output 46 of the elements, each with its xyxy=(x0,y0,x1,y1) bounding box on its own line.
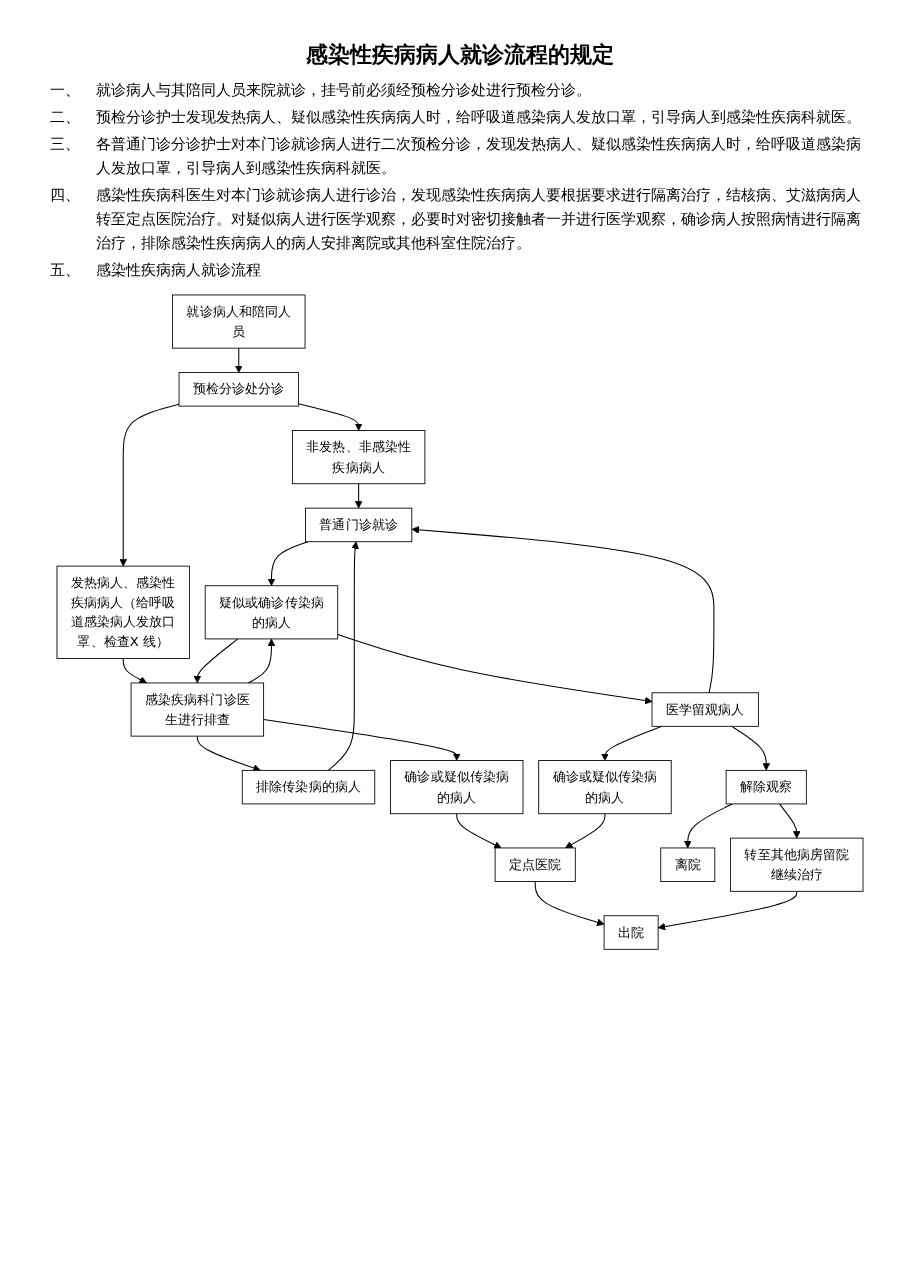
list-number: 四、 xyxy=(50,185,81,206)
arrow xyxy=(196,735,261,772)
node-box: 离院 xyxy=(660,847,716,882)
arrow xyxy=(778,803,801,839)
arrow xyxy=(683,803,733,849)
arrow xyxy=(122,658,147,684)
arrow xyxy=(565,813,606,849)
arrow xyxy=(411,526,715,694)
arrow xyxy=(657,890,798,931)
arrow xyxy=(731,725,771,771)
arrow xyxy=(263,718,461,761)
node-box: 确诊或疑似传染病的病人 xyxy=(538,760,672,815)
paragraph: 预检分诊护士发现发热病人、疑似感染性疾病病人时，给呼吸道感染病人发放口罩，引导病人到感染性疾病科就医。 xyxy=(96,107,861,128)
arrow xyxy=(193,638,239,684)
node-box: 定点医院 xyxy=(494,847,576,882)
paragraph: 就诊病人与其陪同人员来院就诊，挂号前必须经预检分诊处进行预检分诊。 xyxy=(96,80,591,101)
arrow xyxy=(297,403,363,431)
paragraph: 感染性疾病病人就诊流程 xyxy=(96,260,261,281)
paragraph: 各普通门诊分诊护士对本门诊就诊病人进行二次预检分诊，发现发热病人、疑似感染性疾病病人时，给呼吸道感染病人发放口罩，引导病人到感染性疾病科就医。 xyxy=(96,134,862,179)
node-box: 解除观察 xyxy=(725,769,807,805)
node-box: 就诊病人和陪同人员 xyxy=(172,294,306,349)
node-box: 感染疾病科门诊医生进行排查 xyxy=(130,682,265,737)
paragraph: 感染性疾病科医生对本门诊就诊病人进行诊治，发现感染性疾病病人要根据要求进行隔离治疗，结核病、艾滋病病人转至定点医院治疗。对疑似病人进行医学观察，必要时对密切接触者一并进行医学观察，确诊病人按照病情进行隔离治疗，排除感染性疾病病人的病人安排离院或其他科室住院治疗。 xyxy=(96,185,862,254)
arrow xyxy=(534,881,605,926)
node-box: 出院 xyxy=(603,915,659,950)
list-number: 三、 xyxy=(50,134,81,155)
arrow xyxy=(234,347,243,373)
list-number: 五、 xyxy=(50,260,81,281)
list-number: 二、 xyxy=(50,107,81,128)
node-box: 医学留观病人 xyxy=(651,692,759,727)
node-box: 发热病人、感染性疾病病人（给呼吸道感染病人发放口罩、检查X 线） xyxy=(56,565,190,659)
node-box: 排除传染病的病人 xyxy=(241,769,376,805)
arrow xyxy=(354,483,363,509)
arrow xyxy=(119,403,180,567)
title: 感染性疾病病人就诊流程的规定 xyxy=(305,41,615,69)
node-box: 普通门诊就诊 xyxy=(305,507,413,543)
list-number: 一、 xyxy=(50,80,81,101)
node-box: 预检分诊处分诊 xyxy=(178,372,299,407)
node-box: 疑似或确诊传染病的病人 xyxy=(204,585,339,640)
node-box: 确诊或疑似传染病的病人 xyxy=(390,760,524,815)
arrow xyxy=(267,541,309,587)
arrow xyxy=(337,634,653,705)
node-box: 非发热、非感染性疾病病人 xyxy=(291,430,426,485)
node-box: 转至其他病房留院继续治疗 xyxy=(730,837,864,892)
arrow xyxy=(456,813,502,849)
arrow xyxy=(327,541,359,771)
